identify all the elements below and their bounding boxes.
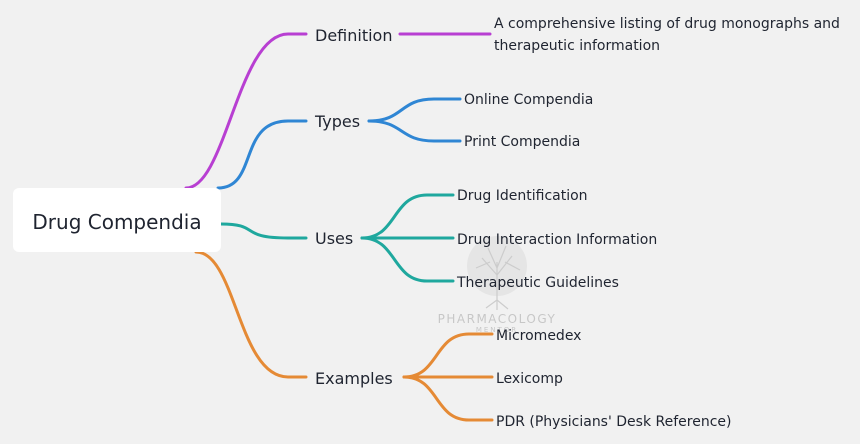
mind-map-edges	[184, 32, 494, 422]
edge-examples-child-0	[402, 332, 494, 379]
leaf-label-uses-0-0[interactable]: Drug Identification	[457, 188, 588, 204]
leaf-label-examples-0-0[interactable]: Micromedex	[496, 328, 581, 344]
mind-map-nodes: Definition A comprehensive listing of dru…	[314, 16, 840, 430]
root-node[interactable]: Drug Compendia	[13, 188, 221, 252]
leaf-label-types-0-0[interactable]: Online Compendia	[464, 92, 593, 108]
watermark-line2: MENTOR	[476, 326, 518, 334]
edge-uses-child-0	[360, 193, 455, 240]
edge-examples-child-2	[402, 375, 494, 422]
branch-label-definition[interactable]: Definition	[315, 26, 392, 45]
leaf-label-definition-0-0[interactable]: A comprehensive listing of drug monograp…	[494, 16, 840, 32]
leaf-label-examples-2-0[interactable]: PDR (Physicians' Desk Reference)	[496, 414, 731, 430]
branch-label-uses[interactable]: Uses	[315, 229, 353, 248]
leaf-label-uses-2-0[interactable]: Therapeutic Guidelines	[456, 275, 619, 291]
edge-uses-child-2	[360, 236, 455, 283]
edge-root-to-types	[216, 119, 308, 190]
watermark-logo: PHARMACOLOGY MENTOR	[438, 236, 557, 334]
branch-label-types[interactable]: Types	[314, 112, 360, 131]
edge-root-to-uses	[219, 222, 308, 240]
root-label: Drug Compendia	[32, 210, 201, 234]
edge-types-child-1	[367, 119, 462, 143]
watermark-line1: PHARMACOLOGY	[438, 312, 557, 326]
edge-root-to-examples	[194, 250, 308, 379]
edge-types-child-0	[367, 97, 462, 123]
leaf-label-types-1-0[interactable]: Print Compendia	[464, 134, 580, 150]
leaf-label-definition-0-1[interactable]: therapeutic information	[494, 38, 660, 54]
tree-icon	[467, 236, 527, 310]
edge-root-to-definition	[184, 32, 308, 190]
branch-label-examples[interactable]: Examples	[315, 369, 393, 388]
leaf-label-uses-1-0[interactable]: Drug Interaction Information	[457, 232, 657, 248]
leaf-label-examples-1-0[interactable]: Lexicomp	[496, 371, 563, 387]
